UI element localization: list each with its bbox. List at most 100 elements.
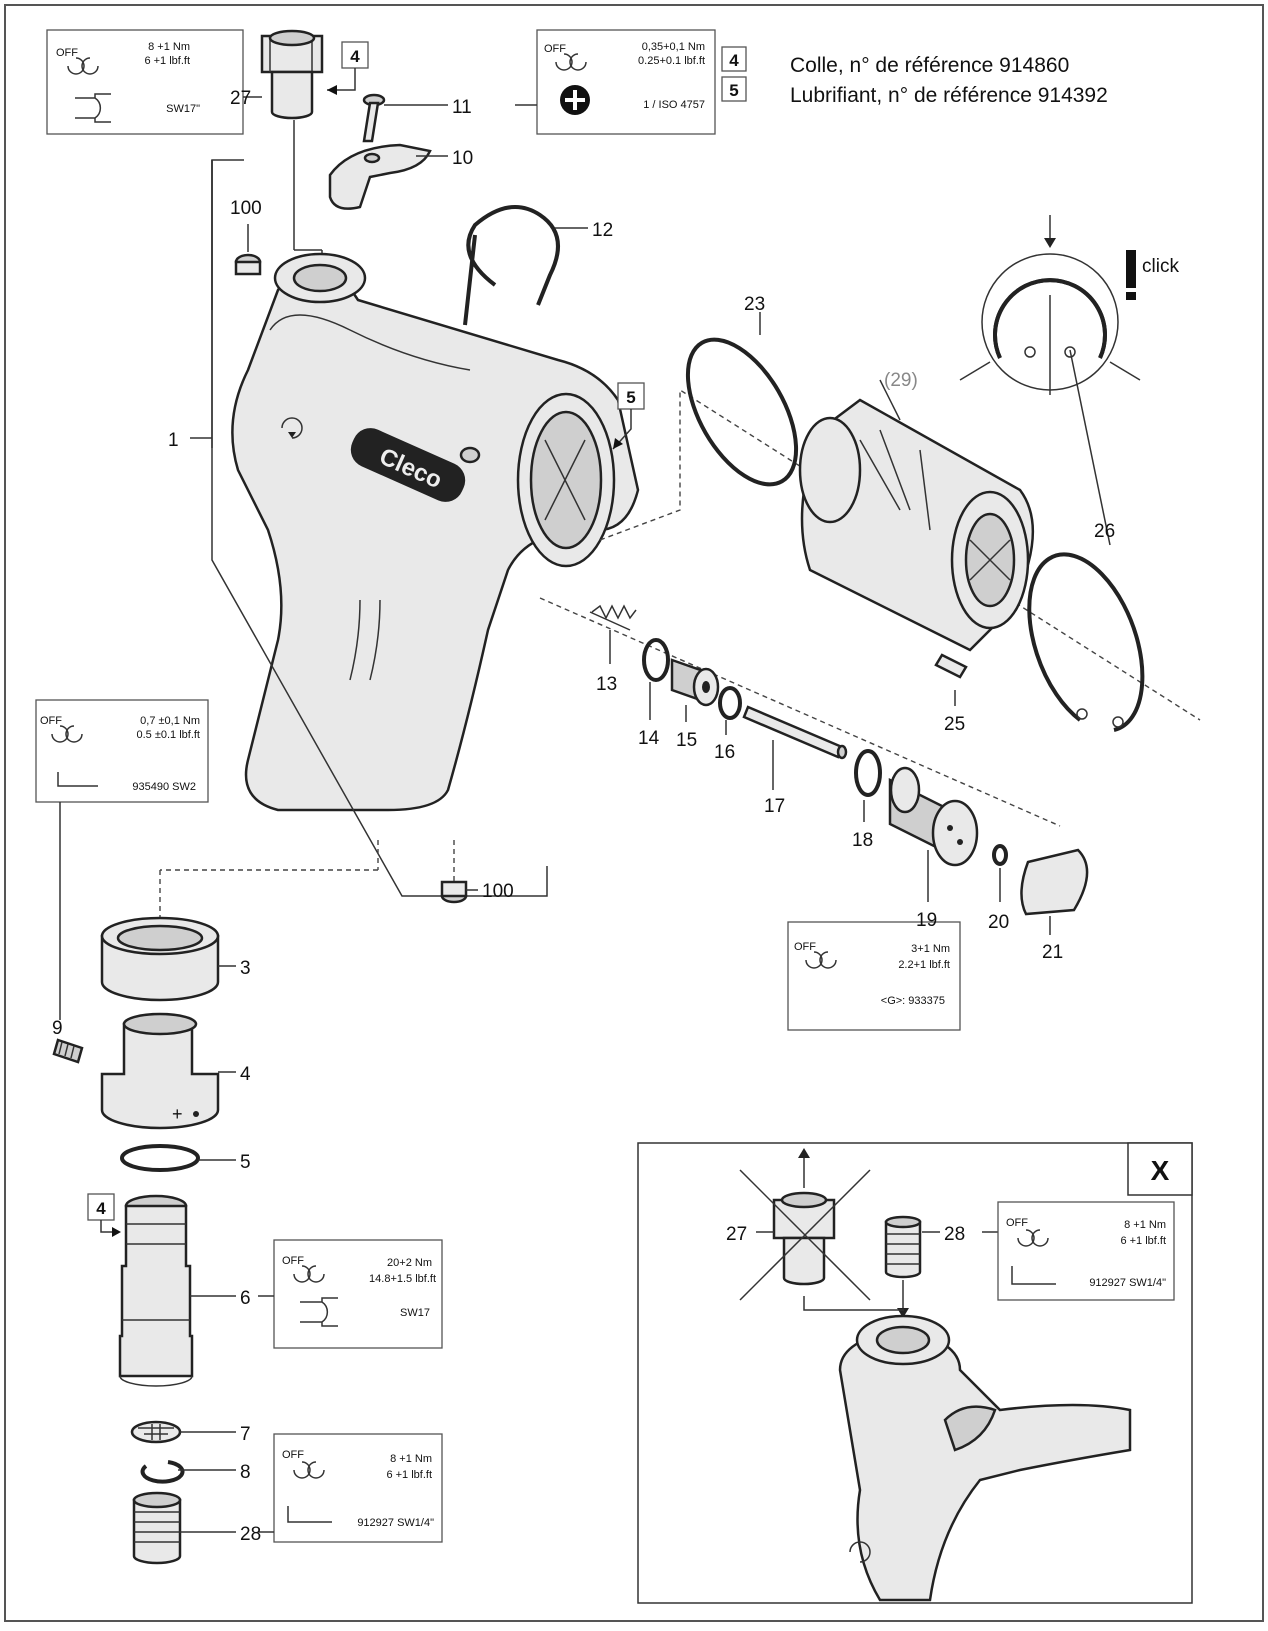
- label-4: 4: [240, 1064, 251, 1085]
- rotate-icon: [67, 57, 99, 75]
- tool-ref: 912927 SW1/4": [1089, 1277, 1166, 1289]
- off-label: OFF: [282, 1449, 304, 1461]
- part-14-oring: [642, 638, 670, 682]
- label-8: 8: [240, 1462, 251, 1483]
- torque-nm: 8 +1 Nm: [390, 1453, 432, 1465]
- part-13-spring: [589, 604, 637, 631]
- label-11: 11: [452, 97, 472, 118]
- label-6: 6: [240, 1288, 251, 1309]
- lubricant-note: Lubrifiant, n° de référence 914392: [790, 84, 1108, 107]
- torque-nm: 3+1 Nm: [911, 943, 950, 955]
- rotate-icon: [805, 951, 837, 969]
- rotate-icon: [51, 725, 83, 743]
- part-17-stem: [742, 705, 848, 760]
- part-1-housing: Cleco: [231, 252, 640, 812]
- torque-lbf: 6 +1 lbf.ft: [386, 1469, 432, 1481]
- label-100-top: 100: [230, 198, 262, 219]
- part-23-oring: [685, 337, 799, 487]
- bracket-part-1: [211, 160, 548, 897]
- part-27-fitting: [260, 29, 324, 120]
- label-16: 16: [714, 742, 735, 763]
- label-18: 18: [852, 830, 873, 851]
- part-15-bushing: [670, 658, 720, 707]
- exclamation-icon: [1126, 250, 1136, 288]
- off-label: OFF: [56, 47, 78, 59]
- part-21-trigger: [1020, 848, 1089, 916]
- part-4-body: +: [100, 1012, 220, 1130]
- spec-box-mid-left: OFF 0,7 ±0,1 Nm 0.5 ±0.1 lbf.ft 935490 S…: [35, 699, 209, 803]
- label-10: 10: [452, 148, 473, 169]
- x-detail-panel: X: [637, 1142, 1193, 1604]
- label-12: 12: [592, 220, 613, 241]
- torque-lbf: 6 +1 lbf.ft: [1120, 1235, 1166, 1247]
- torque-nm: 20+2 Nm: [387, 1257, 432, 1269]
- hex-key-icon: [57, 772, 98, 787]
- part-16-oring: [718, 686, 742, 720]
- part-11-screw: [362, 93, 386, 143]
- tool-size: SW17": [166, 103, 200, 115]
- tag-4-part-6: 4: [87, 1193, 121, 1237]
- x-label-27: 27: [726, 1224, 747, 1245]
- spec-box-valve: OFF 3+1 Nm 2.2+1 lbf.ft <G>: 933375: [787, 921, 961, 1031]
- part-10-clip: [328, 143, 432, 210]
- torque-nm: 0,35+0,1 Nm: [642, 41, 705, 53]
- phillips-icon: [560, 85, 590, 115]
- rotation-icon: [281, 417, 303, 439]
- torque-lbf: 6 +1 lbf.ft: [144, 55, 190, 67]
- spec-box-bottom: OFF 8 +1 Nm 6 +1 lbf.ft 912927 SW1/4": [273, 1433, 443, 1543]
- glue-note: Colle, n° de référence 914860: [790, 54, 1069, 77]
- svg-text:4: 4: [350, 47, 360, 66]
- label-26: 26: [1094, 521, 1115, 542]
- label-19: 19: [916, 910, 937, 931]
- torque-lbf: 14.8+1.5 lbf.ft: [369, 1273, 436, 1285]
- torque-nm: 8 +1 Nm: [1124, 1219, 1166, 1231]
- hex-key-icon: [287, 1506, 332, 1523]
- label-3: 3: [240, 958, 251, 979]
- svg-text:5: 5: [626, 388, 635, 407]
- part-9-setscrew: [52, 1038, 84, 1064]
- part-19-valve-housing: [888, 766, 979, 867]
- part-28-plug: [132, 1491, 182, 1565]
- part-6-inlet: [118, 1194, 194, 1387]
- label-27: 27: [230, 88, 251, 109]
- click-label: click: [1142, 256, 1179, 277]
- hex-key-icon: [1011, 1266, 1056, 1285]
- label-14: 14: [638, 728, 660, 749]
- tag-5-top-center: 5: [721, 76, 747, 102]
- part-29-motor: [798, 398, 1035, 652]
- wrench-icon: [75, 93, 111, 123]
- off-label: OFF: [282, 1255, 304, 1267]
- svg-text:5: 5: [729, 81, 738, 100]
- tool-ref: <G>: 933375: [881, 995, 945, 1007]
- rotate-icon: [293, 1265, 325, 1283]
- axis-valve: [539, 597, 1061, 827]
- rotate-icon: [293, 1461, 325, 1479]
- wrench-icon: [300, 1297, 338, 1327]
- tag-4-part-27: 4: [327, 41, 369, 95]
- label-1: 1: [168, 430, 179, 451]
- tool-ref: 935490 SW2: [132, 781, 196, 793]
- spec-box-top-center: OFF 0,35+0,1 Nm 0.25+0.1 lbf.ft 1 / ISO …: [536, 29, 716, 135]
- part-18-oring: [854, 749, 882, 797]
- page-border: [4, 4, 1264, 1622]
- off-label: OFF: [794, 941, 816, 953]
- label-20: 20: [988, 912, 1009, 933]
- label-15: 15: [676, 730, 697, 751]
- part-20-oring: [992, 844, 1008, 866]
- part-25-pin: [934, 653, 968, 679]
- label-100-bottom: 100: [482, 881, 514, 902]
- housing-partial: [838, 1314, 1132, 1602]
- tag-4-top-center: 4: [721, 46, 747, 72]
- label-13: 13: [596, 674, 617, 695]
- torque-nm: 8 +1 Nm: [148, 41, 190, 53]
- torque-lbf: 2.2+1 lbf.ft: [898, 959, 950, 971]
- off-label: OFF: [544, 43, 566, 55]
- label-21: 21: [1042, 942, 1063, 963]
- brand-plate: [350, 428, 466, 502]
- label-7: 7: [240, 1424, 251, 1445]
- torque-lbf: 0.25+0.1 lbf.ft: [638, 55, 705, 67]
- torque-nm: 0,7 ±0,1 Nm: [140, 715, 200, 727]
- part-3-ring: [100, 916, 220, 1002]
